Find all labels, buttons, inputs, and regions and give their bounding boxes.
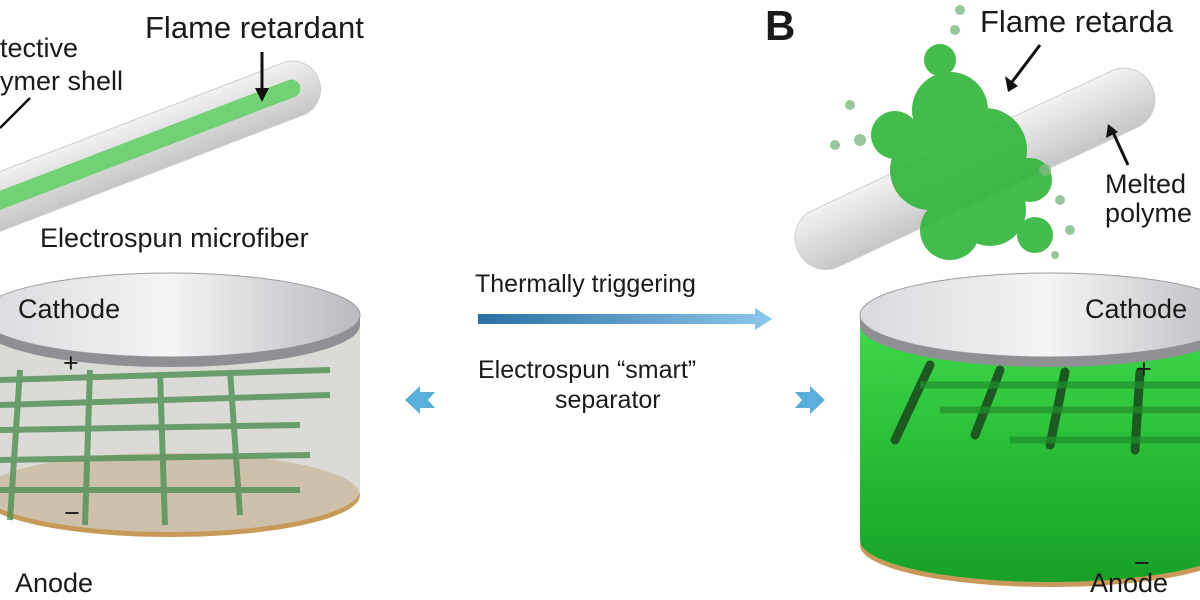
panel-letter-b: B — [765, 2, 795, 49]
separator-label-line1: Electrospun “smart” — [478, 356, 696, 384]
minus-sign-a: − — [64, 498, 80, 528]
microfiber-label: Electrospun microfiber — [40, 223, 309, 253]
battery-cell-b — [859, 272, 1200, 587]
anode-label-b: Anode — [1090, 568, 1168, 598]
battery-cell-a — [0, 272, 361, 537]
melted-label-line2: polyme — [1105, 198, 1192, 228]
right-small-arrow-icon — [795, 386, 825, 414]
shell-label-line2: ymer shell — [0, 66, 123, 96]
flame-retardant-label-a: Flame retardant — [145, 10, 364, 45]
thermal-trigger-label: Thermally triggering — [475, 270, 696, 298]
separator-label-line2: separator — [555, 386, 661, 414]
plus-sign-b: + — [1136, 354, 1152, 384]
flame-retardant-label-b: Flame retarda — [980, 4, 1174, 39]
minus-sign-b: − — [1134, 548, 1150, 578]
anode-label-a: Anode — [15, 568, 93, 598]
melted-label-line1: Melted — [1105, 169, 1186, 199]
shell-label-line1: tective — [0, 33, 78, 63]
right-arrow-icon — [478, 308, 772, 330]
flame-retardant-cluster — [871, 44, 1053, 260]
microfiber-a — [0, 52, 322, 238]
cathode-label-b: Cathode — [1085, 294, 1187, 324]
left-small-arrow-icon — [405, 386, 435, 414]
plus-sign-a: + — [63, 348, 79, 378]
melted-fiber-b — [794, 5, 1156, 304]
cathode-label-a: Cathode — [18, 294, 120, 324]
